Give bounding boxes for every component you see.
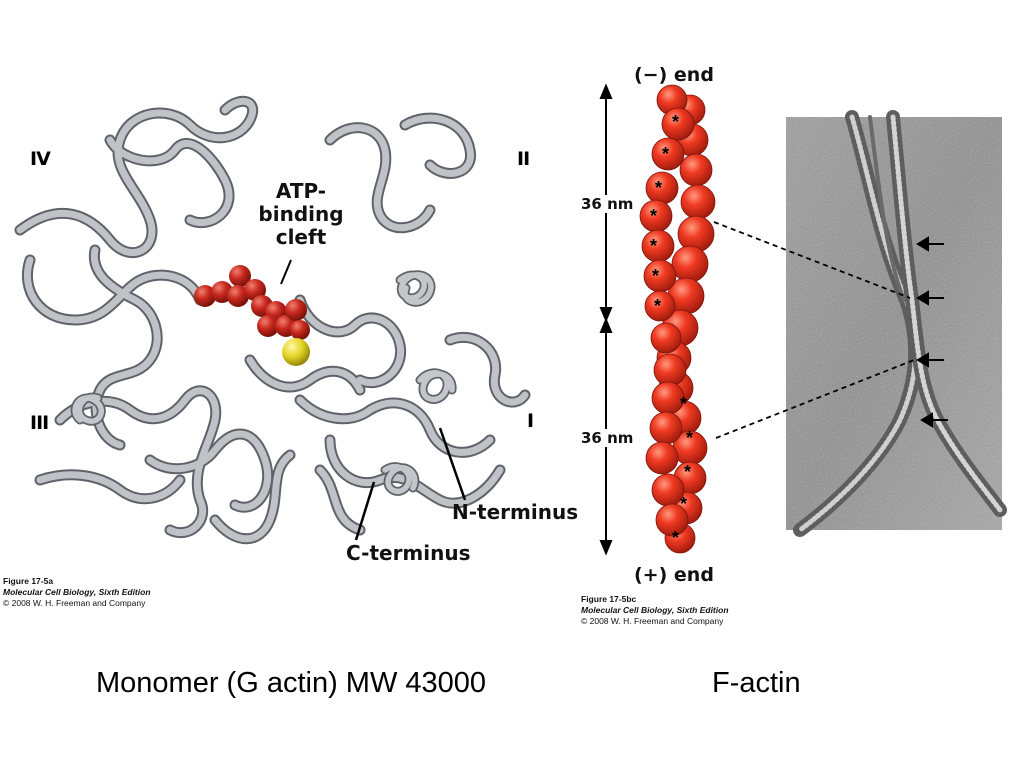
domain-label-iii: III <box>30 412 49 434</box>
subunit-marker: * <box>652 266 660 286</box>
domain-label-ii: II <box>517 148 530 170</box>
left-figure-book: Molecular Cell Biology, Sixth Edition <box>3 587 151 597</box>
subunit-marker: * <box>680 394 688 414</box>
c-terminus-pointer-line <box>354 481 376 541</box>
metal-ion <box>282 338 310 366</box>
caption-f-actin: F-actin <box>712 667 801 699</box>
protein-ribbon <box>14 95 531 545</box>
atp-label-line-1: ATP- <box>275 179 327 203</box>
left-figure-number: Figure 17-5a <box>3 576 54 586</box>
right-figure-book: Molecular Cell Biology, Sixth Edition <box>581 605 729 615</box>
subunit-marker: * <box>650 236 658 256</box>
atp-binding-cleft-label: ATP- binding cleft <box>246 180 356 249</box>
atp-molecule <box>194 265 310 340</box>
repeat-label-upper: 36 nm <box>579 195 636 213</box>
n-terminus-pointer-line <box>438 427 467 501</box>
subunit-marker: * <box>672 528 680 548</box>
subunit-marker: * <box>686 428 694 448</box>
subunit-marker: * <box>680 494 688 514</box>
subunit-marker: * <box>654 296 662 316</box>
caption-monomer: Monomer (G actin) MW 43000 <box>96 667 487 699</box>
atp-pointer-line <box>280 259 292 285</box>
subunit-marker: * <box>662 144 670 164</box>
electron-micrograph <box>786 110 1007 537</box>
domain-label-i: I <box>527 410 534 432</box>
subunit-marker: * <box>655 178 663 198</box>
plus-end-label: (+) end <box>634 564 714 586</box>
left-figure-credit: Figure 17-5a Molecular Cell Biology, Six… <box>3 576 151 609</box>
n-terminus-label: N-terminus <box>452 500 579 524</box>
subunit-marker: * <box>672 112 680 132</box>
minus-end-label: (−) end <box>634 64 714 86</box>
domain-label-iv: IV <box>30 148 51 170</box>
c-terminus-label: C-terminus <box>346 541 471 565</box>
subunit-marker: * <box>684 462 692 482</box>
atp-label-line-2: binding <box>258 202 344 226</box>
repeat-length-arrows <box>599 83 613 556</box>
right-figure-credit: Figure 17-5bc Molecular Cell Biology, Si… <box>581 594 729 627</box>
right-figure-copyright: © 2008 W. H. Freeman and Company <box>581 616 724 626</box>
subunit-marker: * <box>650 206 658 226</box>
right-figure-number: Figure 17-5bc <box>581 594 637 604</box>
connector-lines <box>713 221 915 439</box>
f-actin-filament <box>639 84 716 554</box>
left-figure-copyright: © 2008 W. H. Freeman and Company <box>3 598 146 608</box>
atp-label-line-3: cleft <box>275 225 327 249</box>
micrograph-arrows <box>916 236 948 428</box>
repeat-label-lower: 36 nm <box>579 429 636 447</box>
